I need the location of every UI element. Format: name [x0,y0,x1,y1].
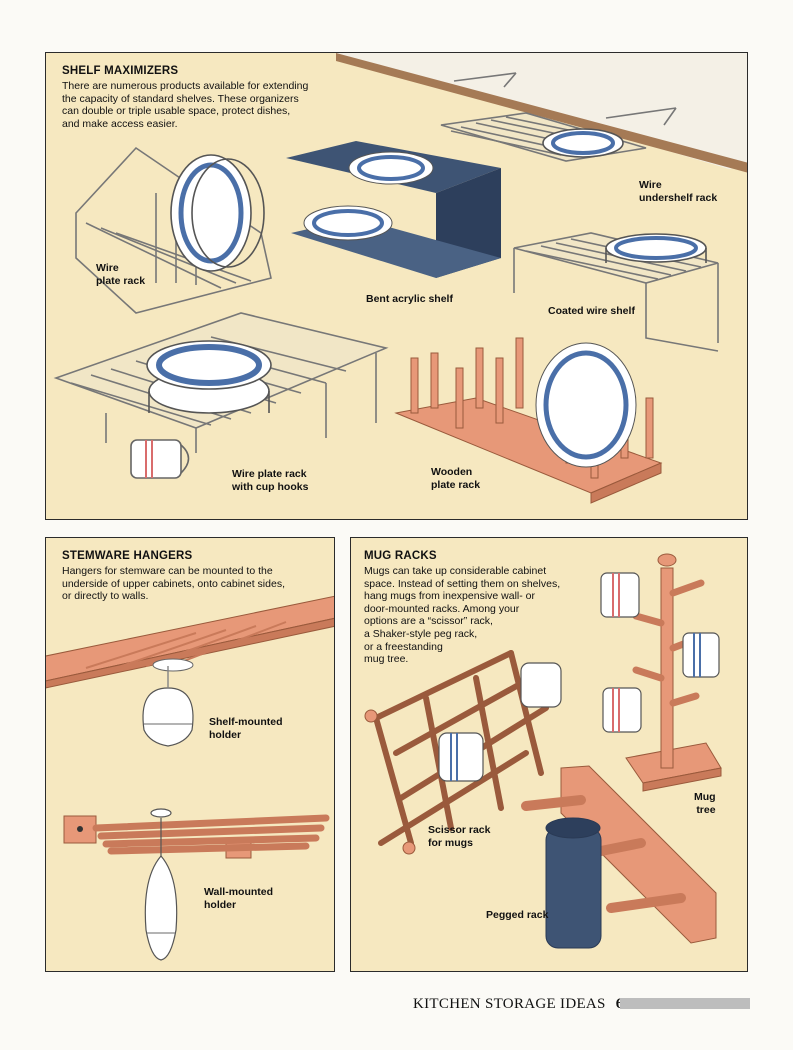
label-scissor-rack: Scissor rack for mugs [428,824,490,850]
stemware-hangers-illustration [46,595,334,961]
mug-racks-illustration [364,553,722,949]
label-wall-mounted-holder: Wall-mounted holder [204,886,273,912]
scissor-rack [364,650,549,855]
label-line: tree [696,804,716,816]
mug-racks-body-line: space. Instead of setting them on shelve… [364,577,561,590]
label-line: plate rack [431,479,481,491]
wire-undershelf-rack [440,72,677,162]
stemware-hangers-body-line: or directly to walls. [62,590,149,603]
page-footer: KITCHEN STORAGE IDEAS61 [413,996,631,1013]
mug-racks-body-line: options are a “scissor” rack, [364,615,493,628]
coated-wire-shelf [513,232,719,352]
label-line: Wall-mounted [204,886,274,898]
label-line: Mug [694,791,716,803]
label-mug-tree: Mug tree [694,791,716,817]
shelf-maximizers-body-line: can double or triple usable space, prote… [62,105,291,118]
bent-acrylic-shelf [286,141,501,278]
mug-tree [625,553,722,792]
shelf-maximizers-body-line: and make access easier. [62,117,178,130]
label-wooden-plate-rack: Wooden plate rack [431,466,480,492]
label-line: Wooden [431,466,473,478]
mug-racks-heading: MUG RACKS [364,550,437,562]
mug-racks-body-line: hang mugs from inexpensive wall- or [364,590,535,603]
mug-racks-body-line: Mugs can take up considerable cabinet [364,565,547,577]
shelf-maximizers-illustration [53,53,747,504]
cabinet-shelf-edge [336,53,747,173]
mug-racks-body: Mugs can take up considerable cabinet sp… [364,565,560,666]
footer-title: KITCHEN STORAGE IDEAS [413,996,606,1012]
label-line: Wire [639,179,662,191]
label-line: holder [204,899,237,911]
wooden-plate-rack [394,337,663,504]
wall-mounted-wine-glass [144,808,178,961]
stemware-hangers-body-line: underside of upper cabinets, onto cabine… [62,577,285,590]
mug-racks-body-line: door-mounted racks. Among your [364,602,520,615]
label-line: undershelf rack [639,192,718,204]
label-line: holder [209,729,242,741]
label-bent-acrylic-shelf: Bent acrylic shelf [366,293,453,305]
shelf-maximizers-body: There are numerous products available fo… [62,80,308,130]
wall-mounted-holder [63,814,330,859]
mug-racks-panel: MUG RACKS Mugs can take up considerable … [350,537,748,972]
label-wire-undershelf-rack: Wire undershelf rack [639,179,717,205]
label-line: for mugs [428,837,473,849]
label-wire-plate-rack: Wire plate rack [96,262,145,288]
label-line: Wire [96,262,119,274]
pegged-rack [521,765,717,949]
shelf-mounted-wine-glass [142,666,194,747]
label-shelf-mounted-holder: Shelf-mounted holder [209,716,283,742]
mug-tree-mugs [600,572,720,733]
mug-racks-body-line: a Shaker-style peg rack, [364,627,478,640]
label-line: plate rack [96,275,146,287]
label-wire-plate-rack-with-cup-hooks: Wire plate rack with cup hooks [232,468,308,494]
footer-bar [620,998,750,1009]
label-line: Shelf-mounted [209,716,283,728]
shelf-maximizers-heading: SHELF MAXIMIZERS [62,65,179,77]
stemware-hangers-body: Hangers for stemware can be mounted to t… [62,565,285,603]
wire-plate-rack [75,146,272,314]
mug-racks-body-line: or a freestanding [364,640,443,653]
stemware-hangers-panel: STEMWARE HANGERS Hangers for stemware ca… [45,537,335,972]
label-pegged-rack: Pegged rack [486,909,549,921]
label-line: Wire plate rack [232,468,307,480]
mug-racks-body-line: mug tree. [364,653,409,666]
label-line: Scissor rack [428,824,491,836]
shelf-mounted-holder [46,595,334,689]
label-line: with cup hooks [232,481,309,493]
shelf-maximizers-body-line: the capacity of standard shelves. These … [62,92,299,105]
shelf-maximizers-body-line: There are numerous products available fo… [62,80,309,92]
stemware-hangers-body-line: Hangers for stemware can be mounted to t… [62,565,273,577]
wire-plate-rack-with-cup-hooks [53,312,389,479]
label-coated-wire-shelf: Coated wire shelf [548,305,635,317]
shelf-maximizers-panel: SHELF MAXIMIZERS There are numerous prod… [45,52,748,520]
stemware-hangers-heading: STEMWARE HANGERS [62,550,193,562]
scissor-rack-mugs [438,662,562,782]
